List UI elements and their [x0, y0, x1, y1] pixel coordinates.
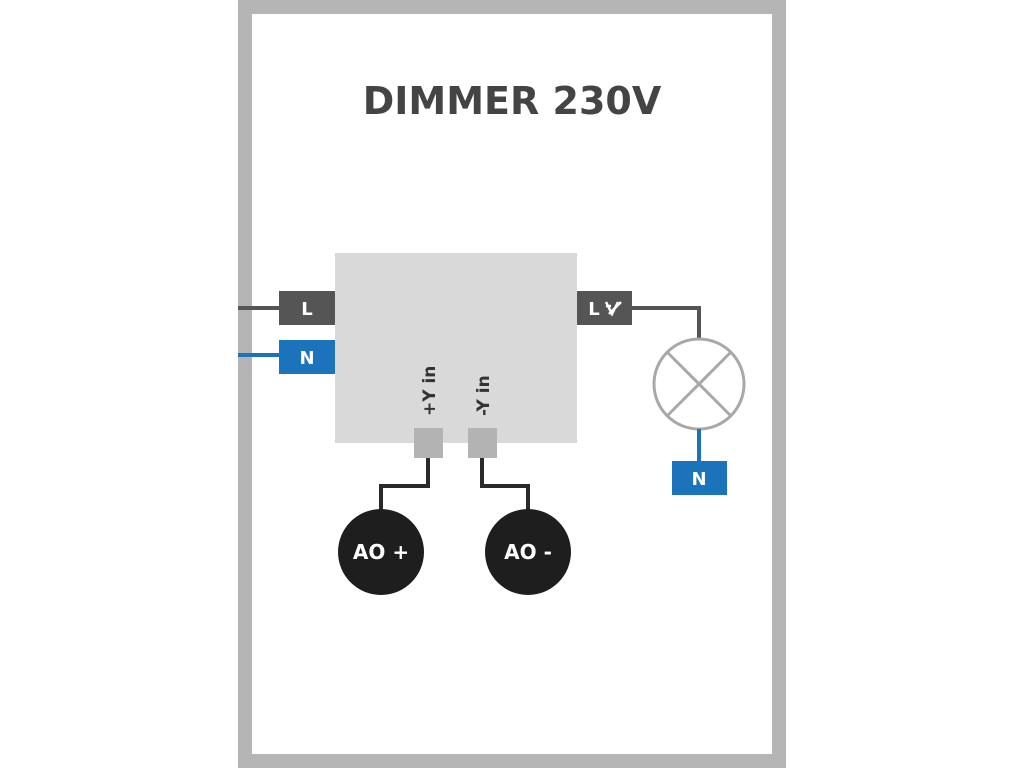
ao-positive-circle — [338, 509, 424, 595]
input-neutral-terminal-label: N — [299, 348, 314, 369]
negative-input-connector — [468, 428, 497, 458]
diagram-title: DIMMER 230V — [363, 79, 662, 123]
lamp-icon — [652, 337, 746, 431]
lamp-neutral-terminal-label: N — [691, 469, 706, 490]
lamp-neutral-terminal — [672, 461, 727, 495]
output-line-wire — [632, 306, 701, 340]
dimmer-module — [335, 253, 577, 443]
ao-negative-label: AO - — [504, 540, 552, 564]
input-line-terminal — [279, 291, 335, 325]
input-line-terminal-label: L — [301, 299, 312, 320]
output-line-terminal — [577, 291, 632, 325]
input-neutral-terminal — [279, 340, 335, 374]
negative-input-wire — [480, 458, 530, 520]
positive-input-label: +Y in — [420, 366, 440, 416]
ao-negative-circle — [485, 509, 571, 595]
output-line-terminal-label: L — [588, 299, 599, 320]
negative-input-label: -Y in — [474, 375, 494, 416]
ao-positive-label: AO + — [353, 540, 409, 564]
positive-input-wire — [379, 458, 430, 520]
positive-input-connector — [414, 428, 443, 458]
dimmer-arrow-icon — [604, 301, 622, 317]
